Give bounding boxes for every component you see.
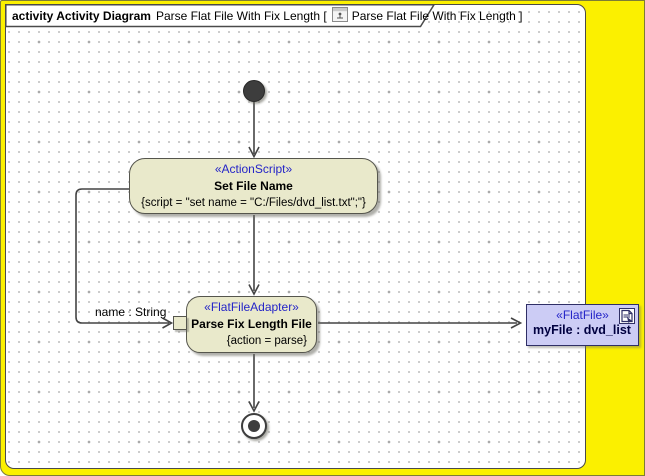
edge-set-file-name-to-parse[interactable] [248,215,260,296]
final-node-dot [248,420,260,432]
activity-diagram-icon [331,7,348,25]
stereotype-label: «ActionScript» [214,161,293,176]
diagram-kind-label: activity Activity Diagram [12,9,151,23]
initial-node[interactable] [243,80,265,102]
frame-title-pentagon[interactable] [5,4,436,28]
stereotype-label: «FlatFile» [556,308,609,322]
action-node-parse-fix-length-file[interactable]: «FlatFileAdapter» Parse Fix Length File … [186,296,317,353]
object-name-label: myFile : dvd_list [533,323,631,337]
action-name-label: Parse Fix Length File [191,317,312,331]
action-name-label: Set File Name [214,178,293,193]
action-constraint-label: {script = "set name = "C:/Files/dvd_list… [141,196,366,209]
edge-initial-to-set-file-name[interactable] [248,102,260,159]
object-node-flat-file[interactable]: «FlatFile» myFile : dvd_list [526,304,639,346]
diagram-ref-label: Parse Flat File With Fix Length ] [351,9,523,23]
action-constraint-label: {action = parse} [226,335,307,347]
stereotype-label: «FlatFileAdapter» [204,300,299,314]
activity-final-node[interactable] [241,413,267,439]
edge-label-name-string[interactable]: name : String [95,305,167,319]
frame-title: activity Activity Diagram Parse Flat Fil… [12,7,526,25]
edge-name-string-to-pin[interactable] [75,188,174,329]
input-pin[interactable] [173,316,187,330]
action-node-set-file-name[interactable]: «ActionScript» Set File Name {script = "… [129,158,378,214]
note-document-icon [619,308,635,327]
edge-parse-to-final[interactable] [248,354,260,413]
activity-diagram-frame[interactable] [5,4,586,469]
edge-parse-to-flatfile[interactable] [318,317,523,329]
diagram-name-label: Parse Flat File With Fix Length [ [155,9,327,23]
